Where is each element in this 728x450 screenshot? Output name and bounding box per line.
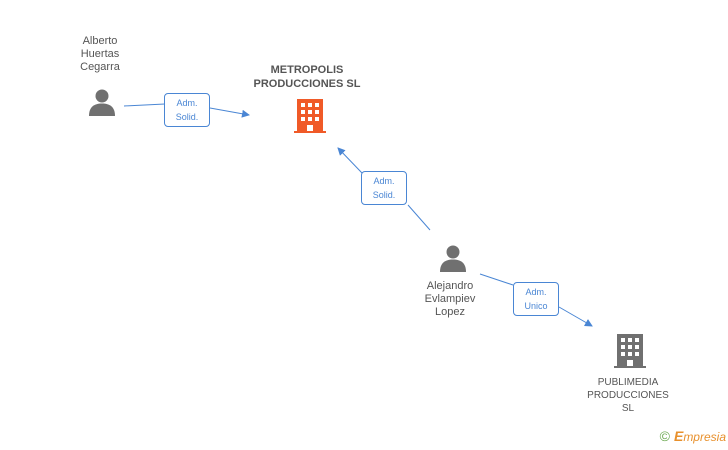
company-publimedia-label[interactable]: PUBLIMEDIA PRODUCCIONES SL — [573, 376, 683, 415]
role-badge: Adm. Unico — [513, 282, 559, 316]
person-icon[interactable] — [438, 244, 468, 272]
company-name-line: PUBLIMEDIA — [597, 377, 659, 388]
brand-footer: © Empresia — [660, 428, 726, 444]
building-icon[interactable] — [294, 99, 326, 133]
company-metropolis-title[interactable]: METROPOLIS PRODUCCIONES SL — [232, 63, 382, 91]
edge-alejandro-to-publimedia — [479, 273, 592, 326]
copyright-icon: © — [659, 428, 670, 444]
edge-alejandro-to-metropolis — [338, 148, 431, 231]
company-name-line: METROPOLIS — [270, 64, 344, 76]
person-name-line: Huertas — [80, 48, 120, 60]
person-icon[interactable] — [87, 88, 117, 116]
edge-alberto-to-metropolis — [123, 103, 249, 115]
building-icon[interactable] — [614, 334, 646, 368]
person-name-line: Alejandro — [426, 280, 474, 292]
company-name-line: SL — [621, 403, 635, 414]
person-name-line: Evlampiev — [424, 293, 476, 305]
role-badge: Adm. Solid. — [361, 171, 407, 205]
person-alejandro-label[interactable]: Alejandro Evlampiev Lopez — [405, 280, 495, 319]
role-badge: Adm. Solid. — [164, 93, 210, 127]
person-name-line: Lopez — [435, 306, 465, 318]
company-name-line: PRODUCCIONES — [587, 390, 669, 401]
brand-logo: Empresia — [673, 428, 726, 444]
person-name-line: Alberto — [82, 35, 118, 47]
company-name-line: PRODUCCIONES SL — [253, 78, 361, 90]
person-alberto-label[interactable]: Alberto Huertas Cegarra — [60, 35, 140, 74]
person-name-line: Cegarra — [80, 61, 120, 73]
